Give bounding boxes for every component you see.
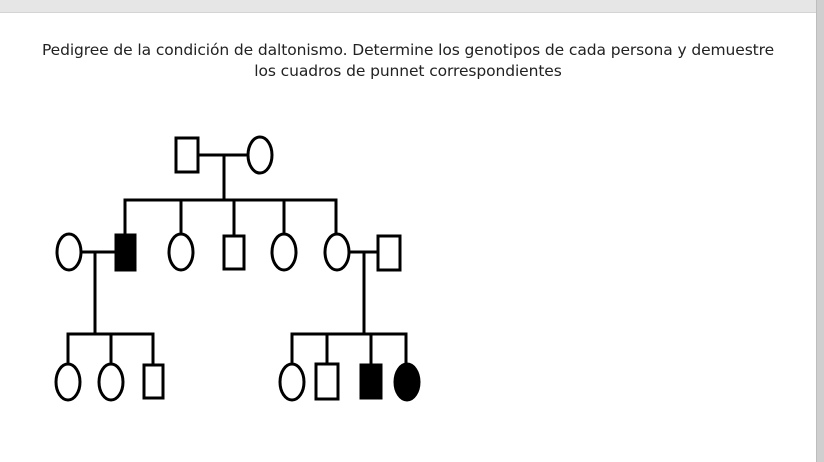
gen2-spouse-square <box>376 234 402 272</box>
gen3-affected-daughter-circle <box>393 362 421 402</box>
gen2-spouse-circle <box>55 232 83 272</box>
individuals <box>54 135 421 402</box>
gen3-daughter-circle <box>54 362 82 402</box>
gen3-daughter-circle <box>97 362 125 402</box>
connecting-lines <box>66 153 408 366</box>
diagram-caption: Pedigree de la condición de daltonismo. … <box>10 40 806 82</box>
top-divider <box>0 0 816 13</box>
gen2-son-square <box>222 234 246 271</box>
gen1-father-square <box>174 136 200 174</box>
gen2-daughter-circle <box>323 232 351 272</box>
gen3-son-square <box>142 363 165 400</box>
gen1-mother-circle <box>246 135 274 175</box>
caption-line-2: los cuadros de punnet correspondientes <box>254 62 562 80</box>
gen2-daughter-circle <box>270 232 298 272</box>
gen3-daughter-circle <box>278 362 306 402</box>
gen2-affected-male-square <box>114 233 137 272</box>
gen3-son-square <box>314 362 340 401</box>
gen2-daughter-circle <box>167 232 195 272</box>
window-edge <box>816 0 824 462</box>
caption-line-1: Pedigree de la condición de daltonismo. … <box>41 41 775 59</box>
gen3-affected-son-square <box>359 363 383 400</box>
